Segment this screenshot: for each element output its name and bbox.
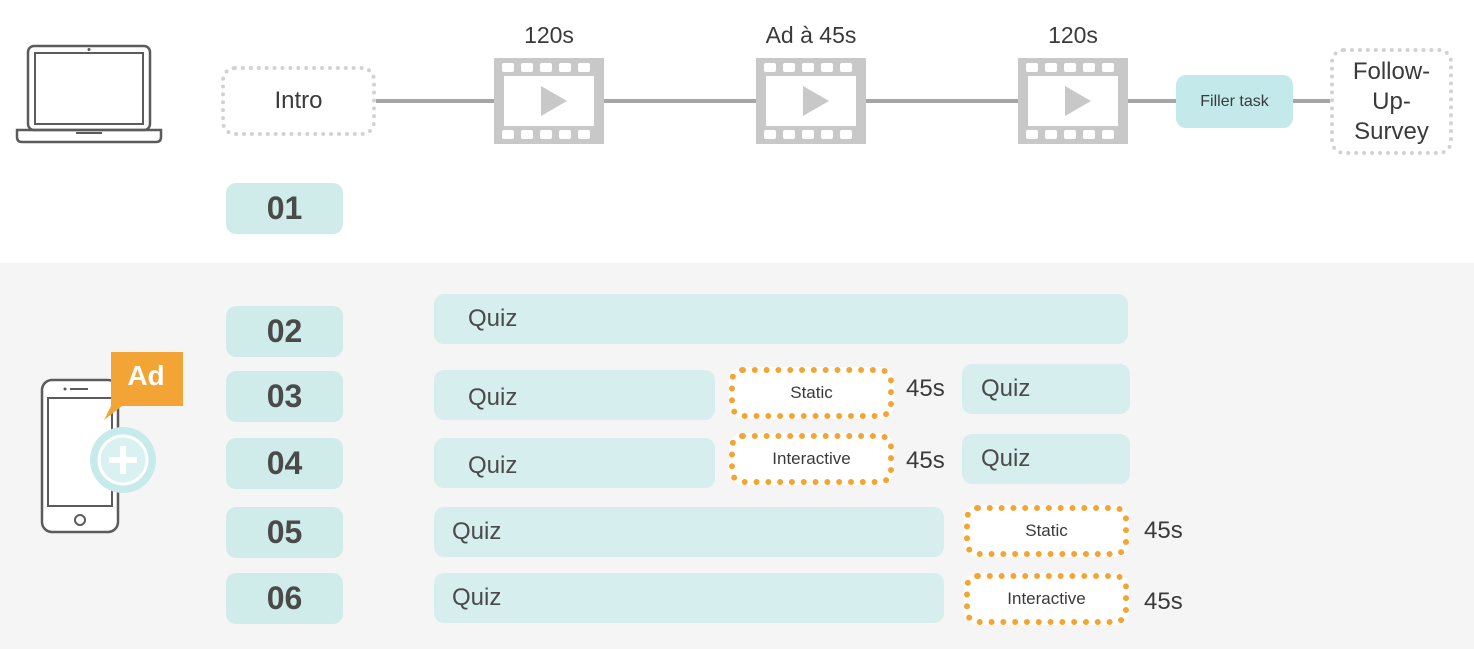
timeline-connector: [604, 99, 756, 103]
quiz-label: Quiz: [468, 384, 518, 411]
quiz-label: Quiz: [468, 305, 518, 332]
ad-duration: 45s: [1144, 588, 1183, 615]
quiz-bar: Quiz: [434, 294, 1128, 344]
condition-02-box: 02: [226, 306, 343, 357]
quiz-bar: Quiz: [962, 434, 1130, 484]
quiz-label: Quiz: [981, 445, 1031, 472]
play-icon: [541, 86, 567, 116]
condition-03-label: 03: [266, 378, 303, 414]
video-2-duration: Ad à 45s: [765, 22, 857, 48]
laptop-icon: [15, 44, 163, 144]
static-ad-label: Static: [1025, 521, 1068, 540]
static-ad-box: Static: [964, 505, 1129, 557]
condition-05-label: 05: [266, 514, 303, 550]
follow-up-survey-box: Follow-Up-Survey: [1330, 48, 1453, 155]
quiz-label: Quiz: [468, 452, 518, 479]
ad-duration: 45s: [906, 447, 945, 474]
condition-02-label: 02: [266, 313, 303, 349]
timeline-connector: [866, 99, 1018, 103]
timeline-connector: [1292, 99, 1332, 103]
quiz-label: Quiz: [452, 518, 502, 545]
smartphone-ad-icon: [40, 352, 183, 534]
quiz-bar: Quiz: [434, 573, 944, 623]
quiz-bar: Quiz: [434, 370, 715, 420]
quiz-label: Quiz: [981, 375, 1031, 402]
interactive-ad-label: Interactive: [772, 449, 851, 468]
condition-06-label: 06: [266, 580, 303, 616]
condition-06-box: 06: [226, 573, 343, 624]
timeline-connector: [1128, 99, 1176, 103]
filler-task-box: Filler task: [1176, 75, 1293, 128]
condition-04-box: 04: [226, 438, 343, 489]
condition-04-label: 04: [266, 445, 303, 481]
ad-duration: 45s: [906, 375, 945, 402]
quiz-bar: Quiz: [434, 438, 715, 488]
ad-duration: 45s: [1144, 517, 1183, 544]
video-film-icon: [1018, 58, 1128, 144]
ad-badge-label: Ad: [127, 360, 165, 391]
interactive-ad-label: Interactive: [1007, 589, 1086, 608]
video-film-icon: [494, 58, 604, 144]
condition-05-box: 05: [226, 507, 343, 558]
condition-01-label: 01: [266, 190, 303, 226]
video-1-duration: 120s: [524, 22, 574, 48]
follow-up-survey-label: Follow-Up-Survey: [1352, 57, 1431, 145]
static-ad-label: Static: [790, 383, 833, 402]
quiz-bar: Quiz: [962, 364, 1130, 414]
intro-box: Intro: [221, 66, 376, 136]
play-icon: [1065, 86, 1091, 116]
condition-01-box: 01: [226, 183, 343, 234]
interactive-ad-box: Interactive: [964, 573, 1129, 625]
timeline-connector: [376, 99, 494, 103]
quiz-label: Quiz: [452, 584, 502, 611]
video-film-icon: [756, 58, 866, 144]
quiz-bar: Quiz: [434, 507, 944, 557]
static-ad-box: Static: [729, 367, 894, 419]
condition-03-box: 03: [226, 371, 343, 422]
interactive-ad-box: Interactive: [729, 433, 894, 485]
video-3-duration: 120s: [1048, 22, 1098, 48]
intro-label: Intro: [274, 87, 323, 114]
filler-task-label: Filler task: [1200, 92, 1269, 110]
play-icon: [803, 86, 829, 116]
